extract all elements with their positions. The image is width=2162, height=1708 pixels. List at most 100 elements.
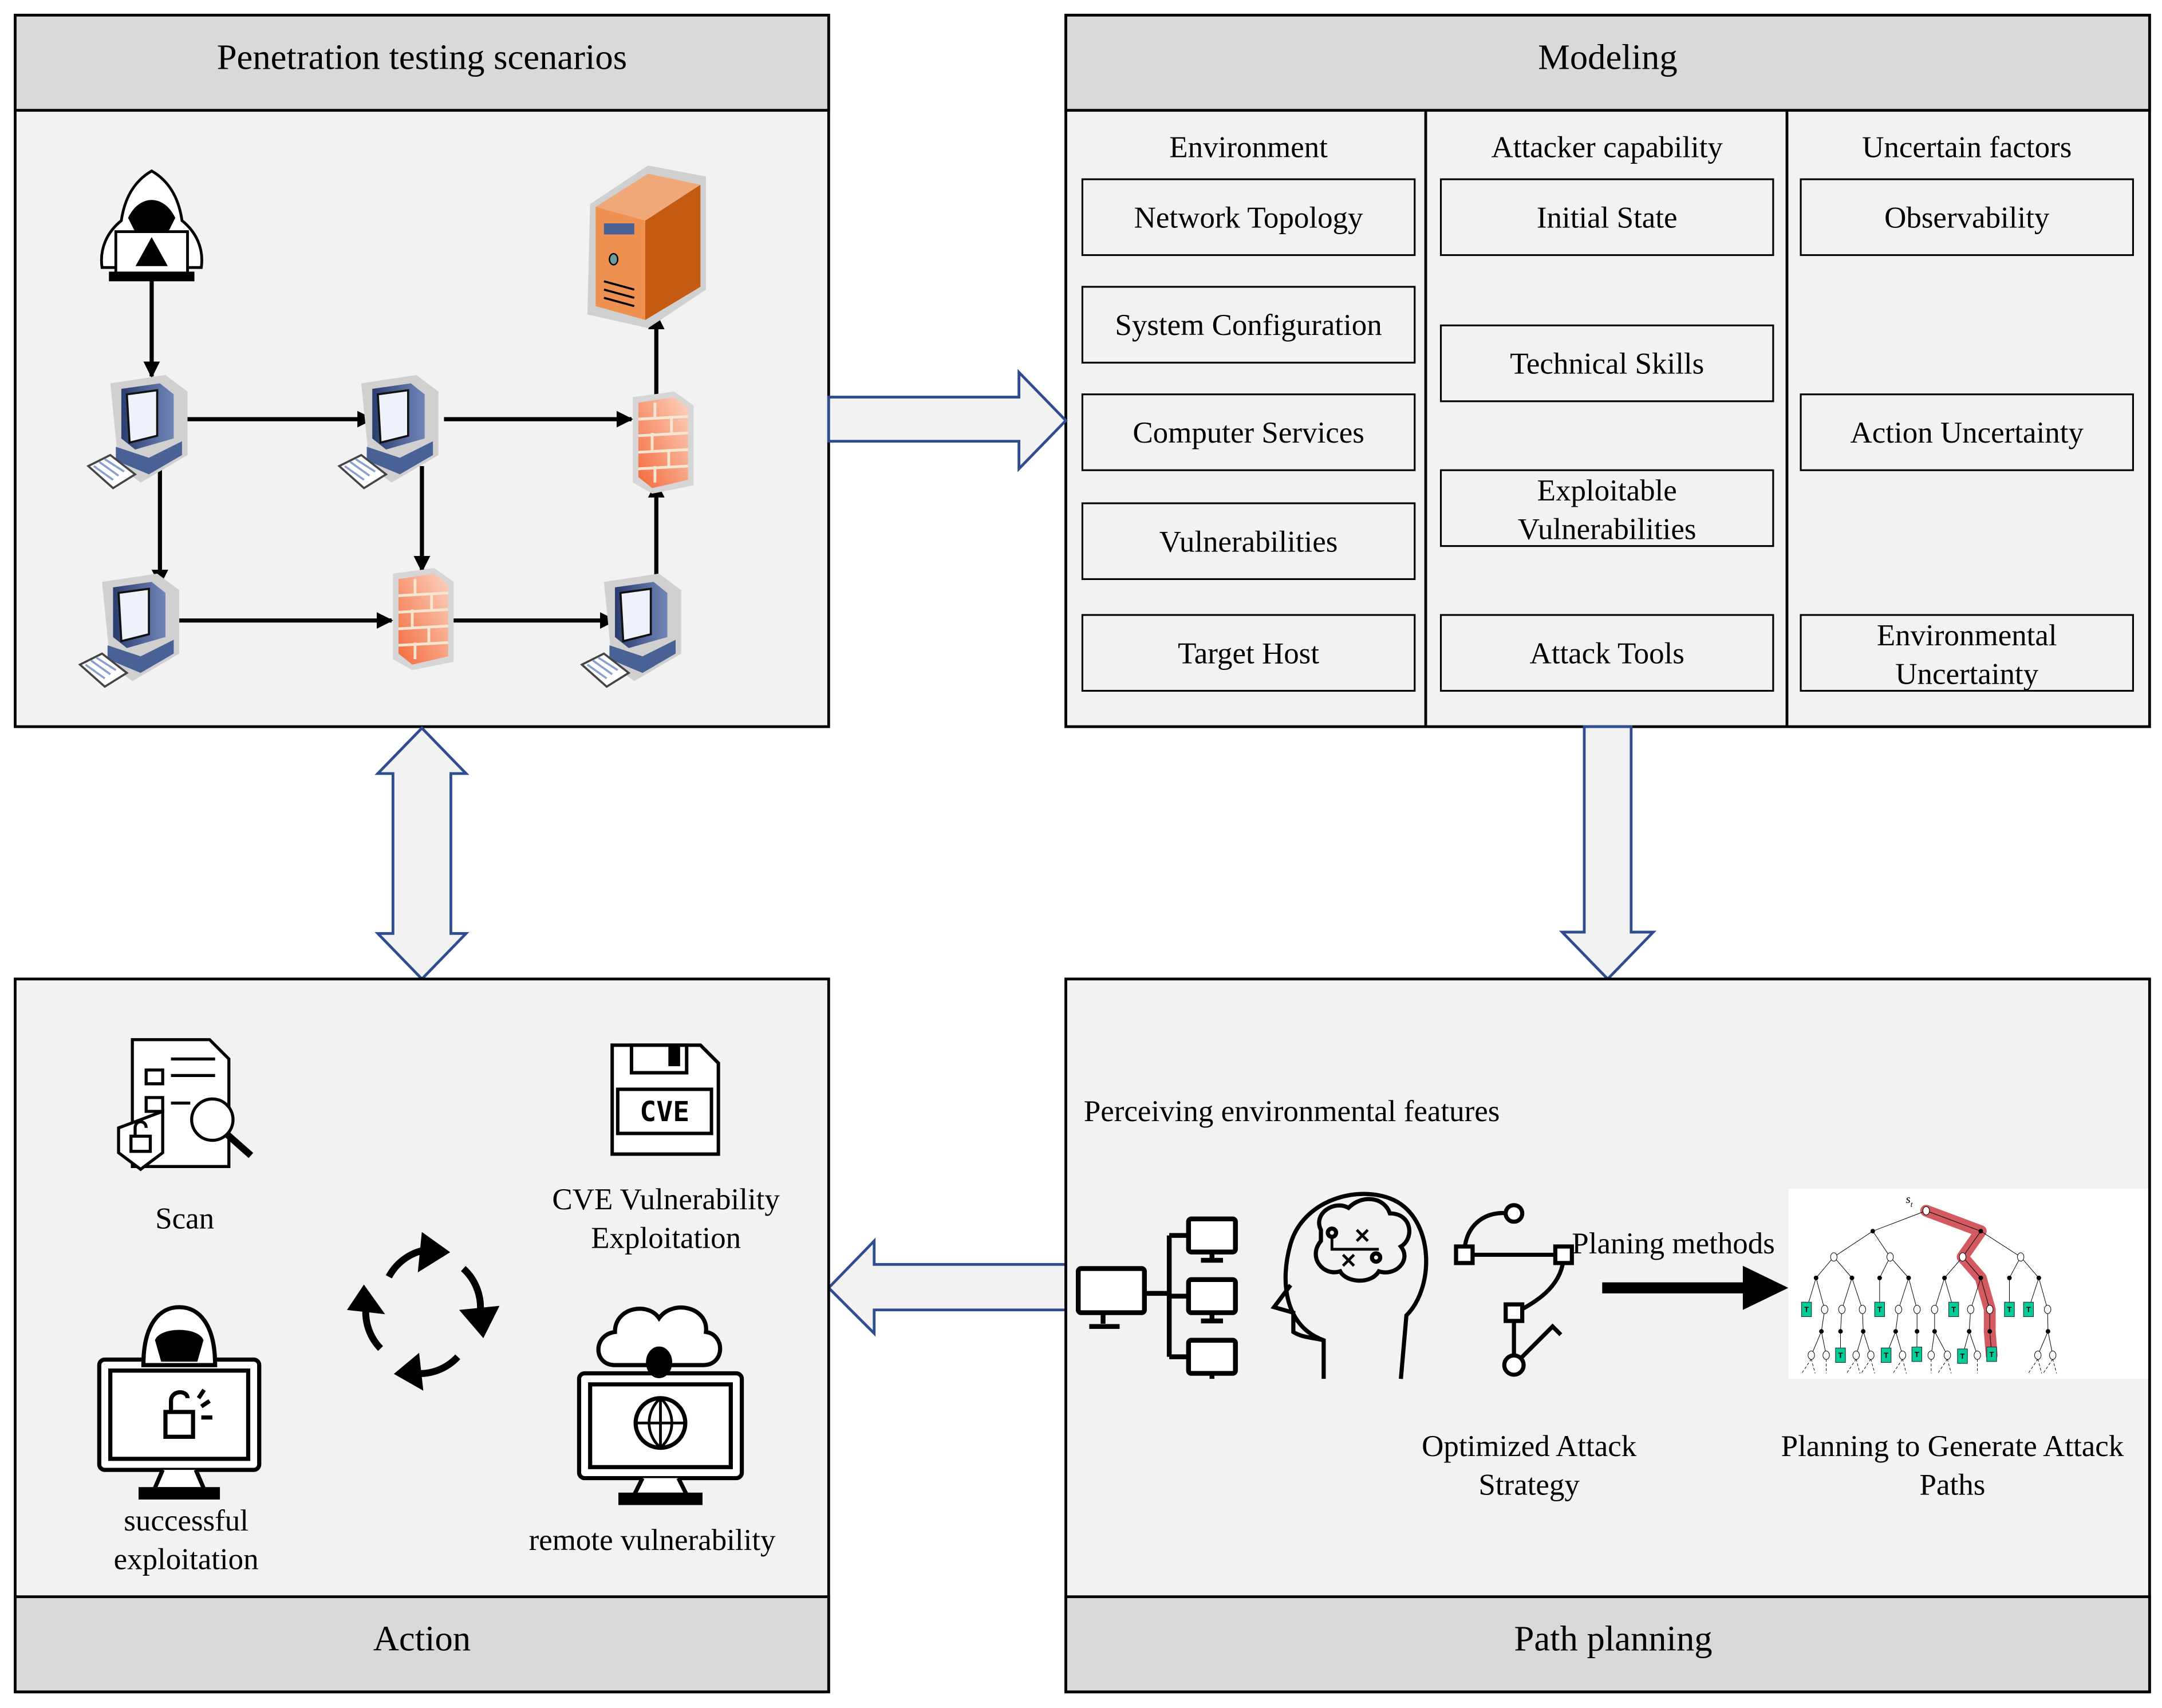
network-arrows: [143, 278, 665, 629]
success-label-line-2: exploitation: [114, 1543, 259, 1576]
panel-title: Path planning: [1514, 1619, 1713, 1659]
tree-edge-continuation: [2037, 1359, 2042, 1374]
remote-vulnerability-label: remote vulnerability: [529, 1524, 776, 1557]
tree-edge: [1934, 1277, 1945, 1310]
tree-action-node: [1978, 1229, 1983, 1234]
terminal-label: T: [1838, 1351, 1843, 1360]
tree-edge: [1841, 1277, 1852, 1310]
tree-action-node: [1942, 1275, 1947, 1280]
generate-label-line-1: Planning to Generate Attack: [1781, 1430, 2124, 1463]
tree-terminal-node: [1874, 1301, 1885, 1318]
successful-exploitation-icon: [97, 1305, 262, 1500]
item-label: Target Host: [1178, 637, 1319, 670]
tree-state-node: [1986, 1305, 1994, 1314]
tree-edge-continuation: [1871, 1359, 1875, 1374]
tree-action-node: [1849, 1275, 1855, 1280]
modeling-item: Technical Skills: [1439, 324, 1774, 403]
tree-state-node: [1852, 1351, 1860, 1360]
tree-edge: [2037, 1331, 2049, 1356]
tree-action-node: [1893, 1329, 1898, 1334]
server-icon: [587, 165, 706, 329]
column-title: Environment: [1169, 131, 1328, 164]
item-label: Action Uncertainty: [1851, 416, 2084, 449]
item-box: [1081, 502, 1416, 580]
panel-footer: [1064, 1595, 2151, 1694]
tree-action-node: [1906, 1275, 1911, 1280]
tree-state-node: [1830, 1252, 1837, 1262]
tree-action-node: [1870, 1229, 1875, 1234]
panel-footer: [14, 1595, 830, 1694]
firewall-icon: [393, 568, 453, 670]
tree-terminal-node: [1957, 1348, 1968, 1364]
firewall-icon: [633, 392, 693, 494]
column-title: Uncertain factors: [1862, 131, 2072, 164]
planning-arrow: [1602, 1265, 1789, 1310]
tree-action-node: [2036, 1275, 2041, 1280]
remote-vulnerability-icon: [577, 1305, 744, 1505]
strategy-label-line-1: Optimized Attack: [1422, 1430, 1637, 1463]
item-box: [1081, 614, 1416, 692]
tree-terminal-node: [2023, 1301, 2034, 1318]
tree-terminal-node: [1911, 1347, 1922, 1362]
tree-state-node: [1822, 1351, 1830, 1360]
arrow-modeling-to-path-planning: [1559, 725, 1657, 981]
tree-action-node: [2007, 1275, 2012, 1280]
tree-state-node: [1859, 1305, 1866, 1314]
cve-badge: CVE: [640, 1096, 689, 1128]
arrow-scenarios-action-bidirectional: [374, 726, 470, 981]
item-label: Attack Tools: [1529, 637, 1684, 670]
item-label: Exploitable: [1537, 474, 1677, 507]
tree-state-node: [2049, 1351, 2057, 1360]
panel-title: Action: [373, 1619, 471, 1659]
scan-label: Scan: [155, 1202, 214, 1236]
item-label: Vulnerabilities: [1518, 513, 1697, 546]
tree-edge: [1811, 1331, 1822, 1356]
tree-edge-continuation: [2028, 1359, 2038, 1374]
tree-edge-continuation: [1861, 1359, 1871, 1374]
tree-state-node: [1895, 1305, 1902, 1314]
tree-edge-continuation: [1892, 1359, 1903, 1374]
column-title: Attacker capability: [1491, 131, 1723, 164]
tree-edge: [1852, 1277, 1863, 1310]
cve-floppy-icon: CVE: [610, 1043, 720, 1156]
modeling-item: Attack Tools: [1439, 614, 1774, 692]
tree-edge: [1889, 1256, 1909, 1279]
tree-action-node: [1978, 1275, 1983, 1280]
terminal-label: T: [1960, 1352, 1964, 1360]
tree-edge-continuation: [1856, 1359, 1860, 1374]
tree-state-node: [2044, 1305, 2051, 1314]
tree-edge-continuation: [1938, 1359, 1948, 1374]
tree-state-node: [1927, 1351, 1935, 1360]
panel-title: Modeling: [1538, 37, 1677, 77]
root-label-base: s: [1905, 1192, 1910, 1206]
tree-edge-continuation: [1947, 1359, 1952, 1374]
tree-state-node: [1821, 1305, 1828, 1314]
tree-state-node: [1959, 1252, 1967, 1262]
hacker-icon: [100, 169, 203, 282]
success-label-line-1: successful: [124, 1504, 248, 1537]
tree-edge: [1833, 1230, 1873, 1257]
tree-action-node: [1877, 1275, 1882, 1280]
tree-action-node: [1838, 1329, 1843, 1334]
tree-state-node: [1838, 1305, 1845, 1314]
tree-state-node: [1913, 1305, 1921, 1314]
item-box: [1800, 614, 2134, 692]
item-box: [1081, 178, 1416, 257]
panel-title: Penetration testing scenarios: [217, 37, 627, 77]
root-label: st: [1905, 1192, 1912, 1209]
tree-edge: [1872, 1210, 1927, 1232]
tree-state-node: [1808, 1351, 1815, 1360]
tree-state-node: [1931, 1305, 1938, 1314]
item-box: [1439, 469, 1774, 547]
cve-label-line-1: CVE Vulnerability: [552, 1183, 780, 1216]
panel-header: [1064, 14, 2151, 112]
tree-edge: [1816, 1277, 1825, 1310]
tree-edge-continuation: [1801, 1359, 1812, 1374]
modeling-item: Action Uncertainty: [1800, 393, 2134, 471]
tree-edge: [1908, 1277, 1918, 1310]
modeling-item: Observability: [1800, 178, 2134, 257]
tree-edge-continuation: [1902, 1359, 1907, 1374]
